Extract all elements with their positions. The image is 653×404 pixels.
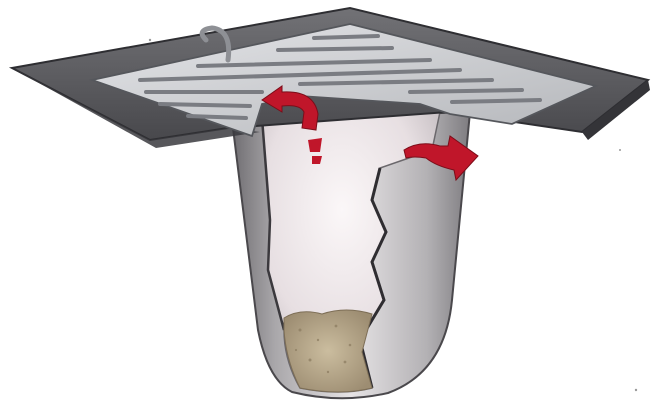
sediment <box>284 310 372 392</box>
